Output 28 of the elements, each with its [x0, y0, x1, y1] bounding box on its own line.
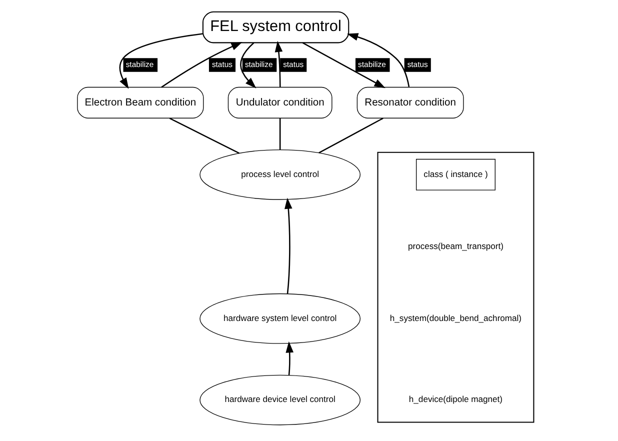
label: process(beam_transport) — [408, 240, 504, 251]
node-box: Resonator condition — [356, 86, 464, 118]
connector — [169, 118, 240, 154]
node-ellipse: process level control — [200, 149, 361, 200]
arrow — [119, 33, 203, 89]
node-box: class ( instance ) — [416, 158, 496, 190]
label: h_device(dipole magnet) — [408, 394, 503, 404]
arrow — [161, 42, 242, 88]
edge-label: stabilize — [358, 60, 386, 69]
arrow — [274, 40, 283, 88]
node-box: FEL system control — [202, 11, 350, 44]
edge-label: status — [407, 60, 428, 69]
arrow — [284, 198, 292, 294]
connector — [279, 118, 281, 150]
node-ellipse: hardware system level control — [200, 293, 361, 344]
edge-label: status — [212, 60, 233, 69]
label: h_system(double_bend_achromal) — [390, 312, 522, 323]
node-box: Undulator condition — [228, 86, 332, 118]
cluster — [377, 152, 534, 423]
edge-label: stabilize — [126, 60, 154, 69]
edge-label: stabilize — [244, 60, 273, 69]
arrow — [346, 33, 410, 87]
edge-label: status — [283, 60, 304, 69]
arrow — [286, 341, 294, 376]
node-ellipse: hardware device level control — [200, 374, 361, 426]
connector — [318, 118, 384, 154]
node-box: Electron Beam condition — [77, 86, 204, 118]
arrow — [240, 42, 256, 88]
